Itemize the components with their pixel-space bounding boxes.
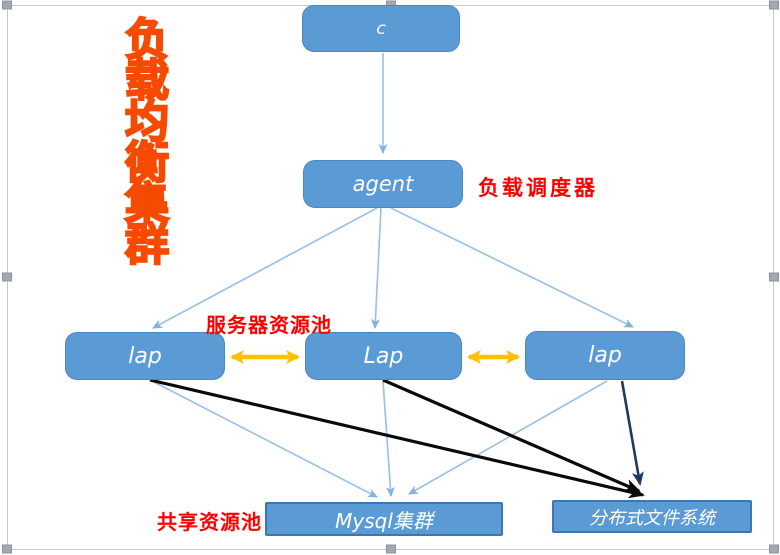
node-distributed-fs[interactable]: 分布式文件系统 xyxy=(552,500,752,533)
node-lap-left-label: lap xyxy=(128,343,162,369)
node-client-label: c xyxy=(376,18,386,39)
edge-agent-to-lap-mid[interactable] xyxy=(370,207,382,329)
annotation-server-pool[interactable]: 服务器资源池 xyxy=(206,315,332,337)
edge-agent-to-lap-left[interactable] xyxy=(152,207,378,329)
edge-lap-left-to-mysql[interactable] xyxy=(151,380,378,498)
resize-handle-middle-left[interactable] xyxy=(2,272,12,282)
resize-handle-middle-right[interactable] xyxy=(769,272,779,282)
edge-agent-to-lap-right[interactable] xyxy=(390,207,634,328)
annotation-shared-pool[interactable]: 共享资源池 xyxy=(157,512,262,534)
edge-lap-right-to-dfs[interactable] xyxy=(620,380,644,486)
node-lap-mid-label: Lap xyxy=(363,343,404,369)
resize-handle-bottom-right[interactable] xyxy=(769,544,779,554)
node-mysql-cluster-label: Mysql集群 xyxy=(335,508,433,533)
node-agent[interactable]: agent xyxy=(303,160,463,208)
edge-lap-mid-to-mysql[interactable] xyxy=(382,380,395,497)
node-agent-label: agent xyxy=(352,172,414,196)
resize-handle-top-right[interactable] xyxy=(769,0,779,10)
resize-handle-bottom-left[interactable] xyxy=(2,544,12,554)
node-lap-left[interactable]: lap xyxy=(65,332,225,380)
node-mysql-cluster[interactable]: Mysql集群 xyxy=(265,502,503,536)
node-lap-mid[interactable]: Lap xyxy=(305,332,462,380)
edge-lap-left-to-dfs[interactable] xyxy=(149,378,645,499)
annotation-load-scheduler[interactable]: 负载调度器 xyxy=(478,176,598,200)
resize-handle-top-left[interactable] xyxy=(2,0,12,10)
node-client[interactable]: c xyxy=(302,5,460,52)
resize-handle-bottom-center[interactable] xyxy=(386,544,396,554)
diagram-title-vertical[interactable]: 负载均衡集群 xyxy=(116,15,169,263)
edge-lap-right-to-mysql[interactable] xyxy=(408,380,608,495)
edge-lap-mid-to-dfs[interactable] xyxy=(382,378,641,493)
node-lap-right[interactable]: lap xyxy=(525,331,685,380)
node-distributed-fs-label: 分布式文件系统 xyxy=(589,507,715,529)
node-lap-right-label: lap xyxy=(588,343,622,368)
